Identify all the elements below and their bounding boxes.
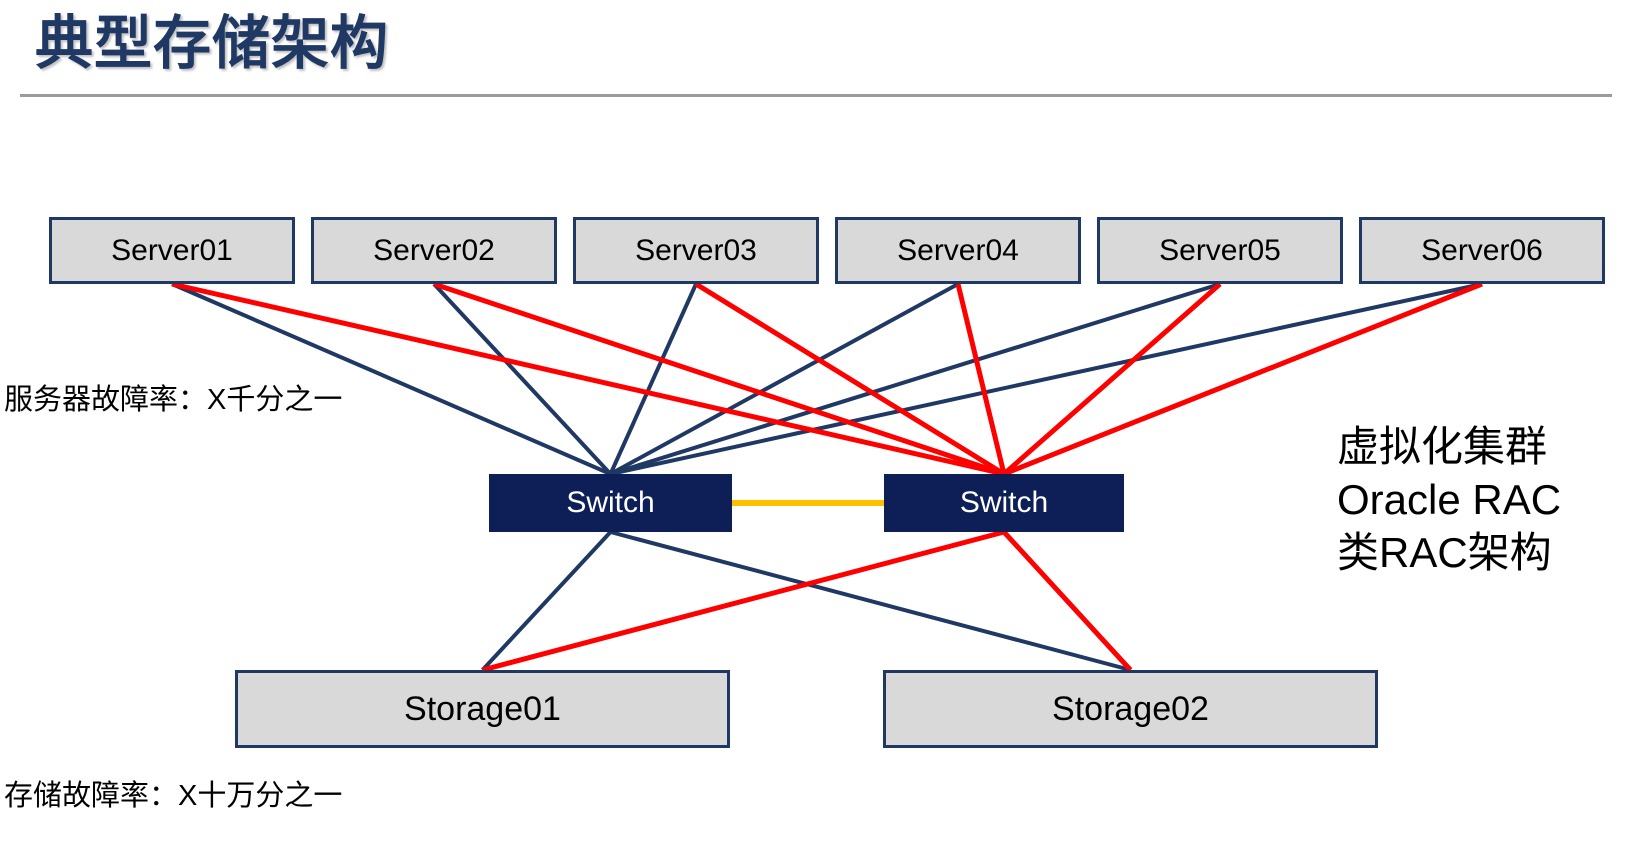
server06-node: Server06 <box>1359 217 1605 284</box>
edge-server-1-to-switch-1 <box>171 282 612 476</box>
architecture-note: 虚拟化集群 Oracle RAC 类RAC架构 <box>1337 420 1561 579</box>
switch1-label: Switch <box>566 486 655 519</box>
server05-node: Server05 <box>1097 217 1343 284</box>
edge-server-6-to-switch-2 <box>1003 281 1483 477</box>
server05-label: Server05 <box>1159 233 1281 267</box>
architecture-note-line3: 类RAC架构 <box>1337 529 1552 576</box>
page-title: 典型存储架构 <box>35 11 390 76</box>
edge-server-5-to-switch-1 <box>609 282 1221 476</box>
edge-switch-1-to-storage-1 <box>481 530 612 672</box>
storage01-label: Storage01 <box>404 689 561 728</box>
switch2-node: Switch <box>884 474 1124 532</box>
edge-server-5-to-switch-2 <box>1002 282 1222 476</box>
edge-server-4-to-switch-2 <box>955 283 1007 475</box>
storage01-node: Storage01 <box>235 670 730 748</box>
edge-switch-1-to-storage-2 <box>609 530 1132 672</box>
server-failure-note: 服务器故障率：X千分之一 <box>4 384 343 416</box>
edge-server-3-to-switch-1 <box>608 283 698 475</box>
storage02-label: Storage02 <box>1052 689 1209 728</box>
architecture-note-line2: Oracle RAC <box>1337 476 1562 523</box>
server01-node: Server01 <box>49 217 295 284</box>
server02-node: Server02 <box>311 217 557 284</box>
server02-label: Server02 <box>373 233 495 267</box>
server04-node: Server04 <box>835 217 1081 284</box>
architecture-note-line1: 虚拟化集群 <box>1337 423 1548 470</box>
edge-server-6-to-switch-1 <box>610 282 1483 476</box>
switch1-node: Switch <box>489 474 732 532</box>
edge-server-2-to-switch-2 <box>433 281 1005 477</box>
title-divider <box>20 94 1612 97</box>
server06-label: Server06 <box>1421 233 1543 267</box>
server01-label: Server01 <box>111 233 233 267</box>
edge-server-4-to-switch-1 <box>609 282 959 476</box>
storage02-node: Storage02 <box>883 670 1378 748</box>
storage-failure-note: 存储故障率：X十万分之一 <box>4 780 343 812</box>
switch2-label: Switch <box>959 486 1049 519</box>
server03-node: Server03 <box>573 217 819 284</box>
server04-label: Server04 <box>897 233 1019 267</box>
edge-server-1-to-switch-2 <box>171 281 1005 477</box>
edge-switch-2-to-storage-1 <box>481 529 1005 673</box>
edge-server-3-to-switch-2 <box>694 281 1006 477</box>
edge-switch-2-to-storage-2 <box>1002 530 1133 672</box>
server03-label: Server03 <box>635 233 757 267</box>
edge-server-2-to-switch-1 <box>432 282 612 476</box>
